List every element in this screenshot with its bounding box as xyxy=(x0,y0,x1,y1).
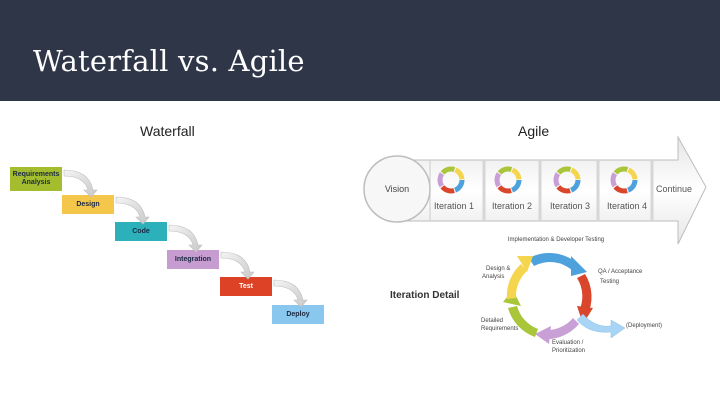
svg-text:Requirements: Requirements xyxy=(481,326,518,332)
waterfall-label: Waterfall xyxy=(140,123,195,139)
waterfall-arrow-3 xyxy=(168,224,203,253)
waterfall-step-test: Test xyxy=(220,277,272,296)
waterfall-step-requirements: Requirements Analysis xyxy=(10,167,62,191)
vision-circle xyxy=(363,155,431,223)
cycle-label-evaluation: Evaluation / xyxy=(552,340,584,346)
waterfall-arrow-2 xyxy=(115,196,150,225)
cycle-segment-blue xyxy=(529,252,579,271)
waterfall-arrow-4 xyxy=(220,251,255,280)
agile-timeline-arrow xyxy=(399,135,707,245)
waterfall-arrow-5 xyxy=(273,279,308,308)
cycle-segment-red xyxy=(577,274,592,316)
slide-header: Waterfall vs. Agile xyxy=(0,0,720,101)
iteration-label-2: Iteration 2 xyxy=(492,201,532,211)
iteration-cycle-icon-2 xyxy=(494,166,522,194)
cycle-segment-green xyxy=(508,306,538,337)
iteration-detail-cycle xyxy=(503,252,626,344)
iteration-cycle-icon-1 xyxy=(437,166,465,194)
waterfall-step-deploy: Deploy xyxy=(272,305,324,324)
iteration-cycle-icon-4 xyxy=(610,166,638,194)
cycle-label-design: Design & xyxy=(486,266,510,272)
waterfall-arrow-1 xyxy=(63,169,98,198)
iteration-detail-title: Iteration Detail xyxy=(390,290,460,301)
cycle-arrowhead-red xyxy=(577,306,593,324)
waterfall-step-code: Code xyxy=(115,222,167,241)
cycle-segment-purple xyxy=(543,318,579,340)
waterfall-step-label: Requirements Analysis xyxy=(12,171,60,186)
svg-text:Prioritization: Prioritization xyxy=(552,348,585,354)
iteration-label-4: Iteration 4 xyxy=(607,201,647,211)
waterfall-step-integration: Integration xyxy=(167,250,219,269)
svg-text:Analysis: Analysis xyxy=(482,274,504,280)
waterfall-step-label: Integration xyxy=(174,255,212,263)
cycle-segment-yellow xyxy=(506,264,527,299)
waterfall-step-label: Deploy xyxy=(286,310,310,318)
cycle-label-implementation: Implementation & Developer Testing xyxy=(508,237,604,243)
iteration-cycle-icon-3 xyxy=(553,166,581,194)
waterfall-step-design: Design xyxy=(62,195,114,214)
cycle-label-deployment: (Deployment) xyxy=(626,323,662,329)
cycle-arrowhead-blue xyxy=(571,256,587,276)
waterfall-step-label: Test xyxy=(239,282,253,290)
waterfall-step-label: Code xyxy=(132,227,150,235)
waterfall-step-label: Design xyxy=(76,200,100,208)
slide-title: Waterfall vs. Agile xyxy=(33,44,305,78)
iteration-label-1: Iteration 1 xyxy=(434,201,474,211)
agile-label: Agile xyxy=(518,123,550,139)
continue-label: Continue xyxy=(656,184,692,194)
cycle-arrowhead-yellow xyxy=(517,256,533,272)
vision-label: Vision xyxy=(385,184,409,194)
iteration-label-3: Iteration 3 xyxy=(550,201,590,211)
cycle-arrowhead-purple xyxy=(535,326,551,344)
cycle-label-qa: QA / Acceptance xyxy=(598,269,643,275)
cycle-segment-deployment xyxy=(576,313,626,339)
svg-text:Testing: Testing xyxy=(600,279,619,285)
cycle-label-requirements: Detailed xyxy=(481,318,503,324)
